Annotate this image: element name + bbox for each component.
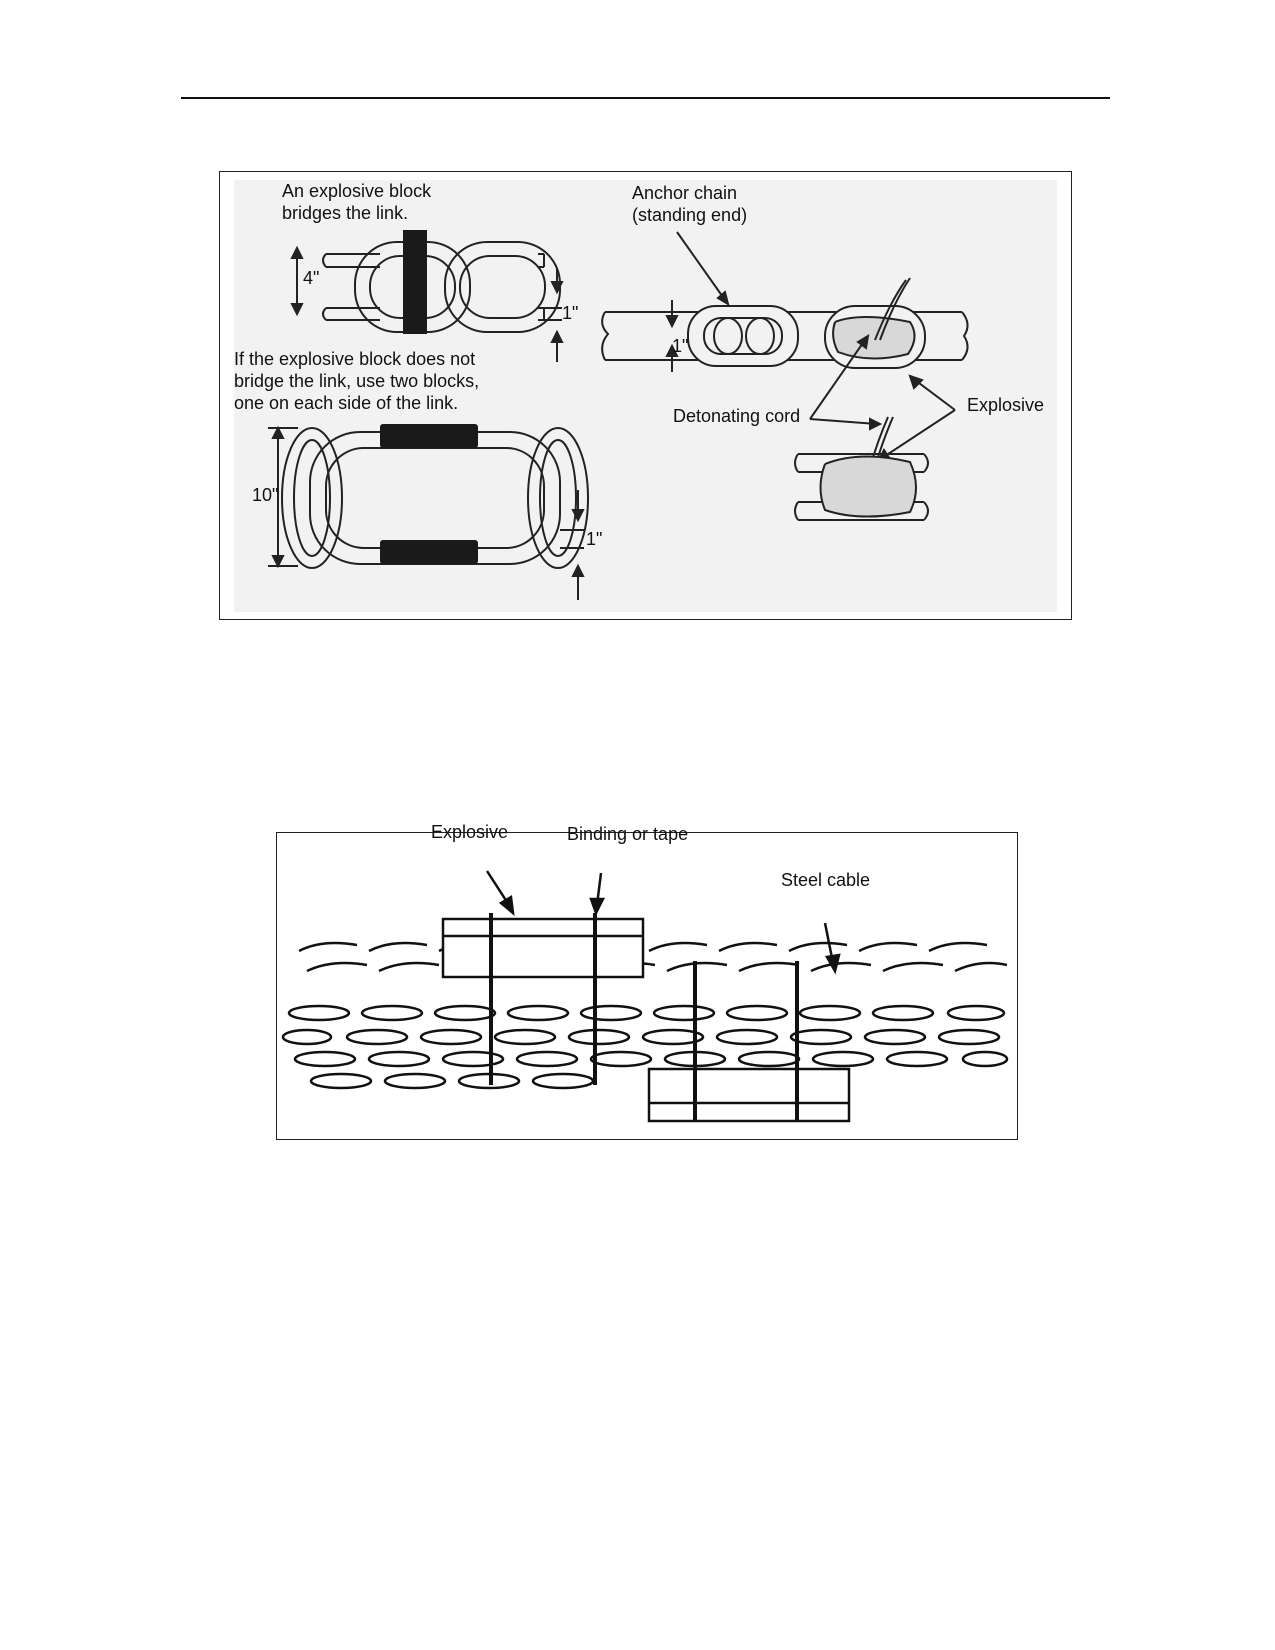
anchor-chain [601, 305, 969, 369]
cable-row-4 [309, 1072, 595, 1090]
explosive-block-bottom [380, 540, 478, 564]
explosive-block-top [380, 424, 478, 448]
large-chain-link [281, 427, 589, 569]
chain-charge-drawing [234, 180, 1057, 612]
cable-leader-arrows [485, 870, 841, 975]
dimension-1in-b [560, 490, 585, 600]
binding-straps [489, 913, 799, 1121]
explosive-block-upper [441, 917, 645, 979]
explosive-block-lower [647, 1067, 851, 1123]
cable-explosive-label: Explosive [431, 822, 509, 842]
cable-row-2 [281, 1028, 1001, 1046]
dimension-10in-label: 10" [252, 485, 279, 505]
cable-row-1 [287, 1004, 1006, 1022]
two-blocks-label: If the explosive block does not bridge t… [234, 349, 480, 413]
cable-row-3 [293, 1050, 1009, 1068]
detonating-cord-label: Detonating cord [673, 406, 801, 426]
dimension-10in [268, 425, 298, 569]
anchor-chain-label: Anchor chain (standing end) [632, 183, 748, 225]
explosive-block-bridge [403, 230, 427, 334]
dimension-1in-label-c: 1" [672, 336, 689, 356]
steel-cable-strands [281, 941, 1009, 1090]
block-bridges-label: An explosive block bridges the link. [282, 181, 432, 223]
dimension-1in-c [665, 300, 679, 372]
dimension-1in-label-b: 1" [586, 529, 603, 549]
steel-cable-label: Steel cable [781, 870, 871, 890]
severed-link [794, 453, 929, 521]
cable-charge-figure: Explosive Binding or tape Steel cable [276, 822, 1018, 1140]
dimension-4in [290, 245, 304, 317]
explosive-label: Explosive [967, 395, 1045, 415]
cable-charge-drawing [281, 870, 1009, 1123]
chain-charge-figure: An explosive block bridges the link. If … [219, 171, 1072, 620]
binding-label: Binding or tape [567, 824, 689, 844]
header-rule [181, 97, 1110, 99]
dimension-1in-label-a: 1" [562, 303, 579, 323]
dimension-4in-label: 4" [303, 268, 320, 288]
dimension-1in-a [542, 268, 564, 362]
